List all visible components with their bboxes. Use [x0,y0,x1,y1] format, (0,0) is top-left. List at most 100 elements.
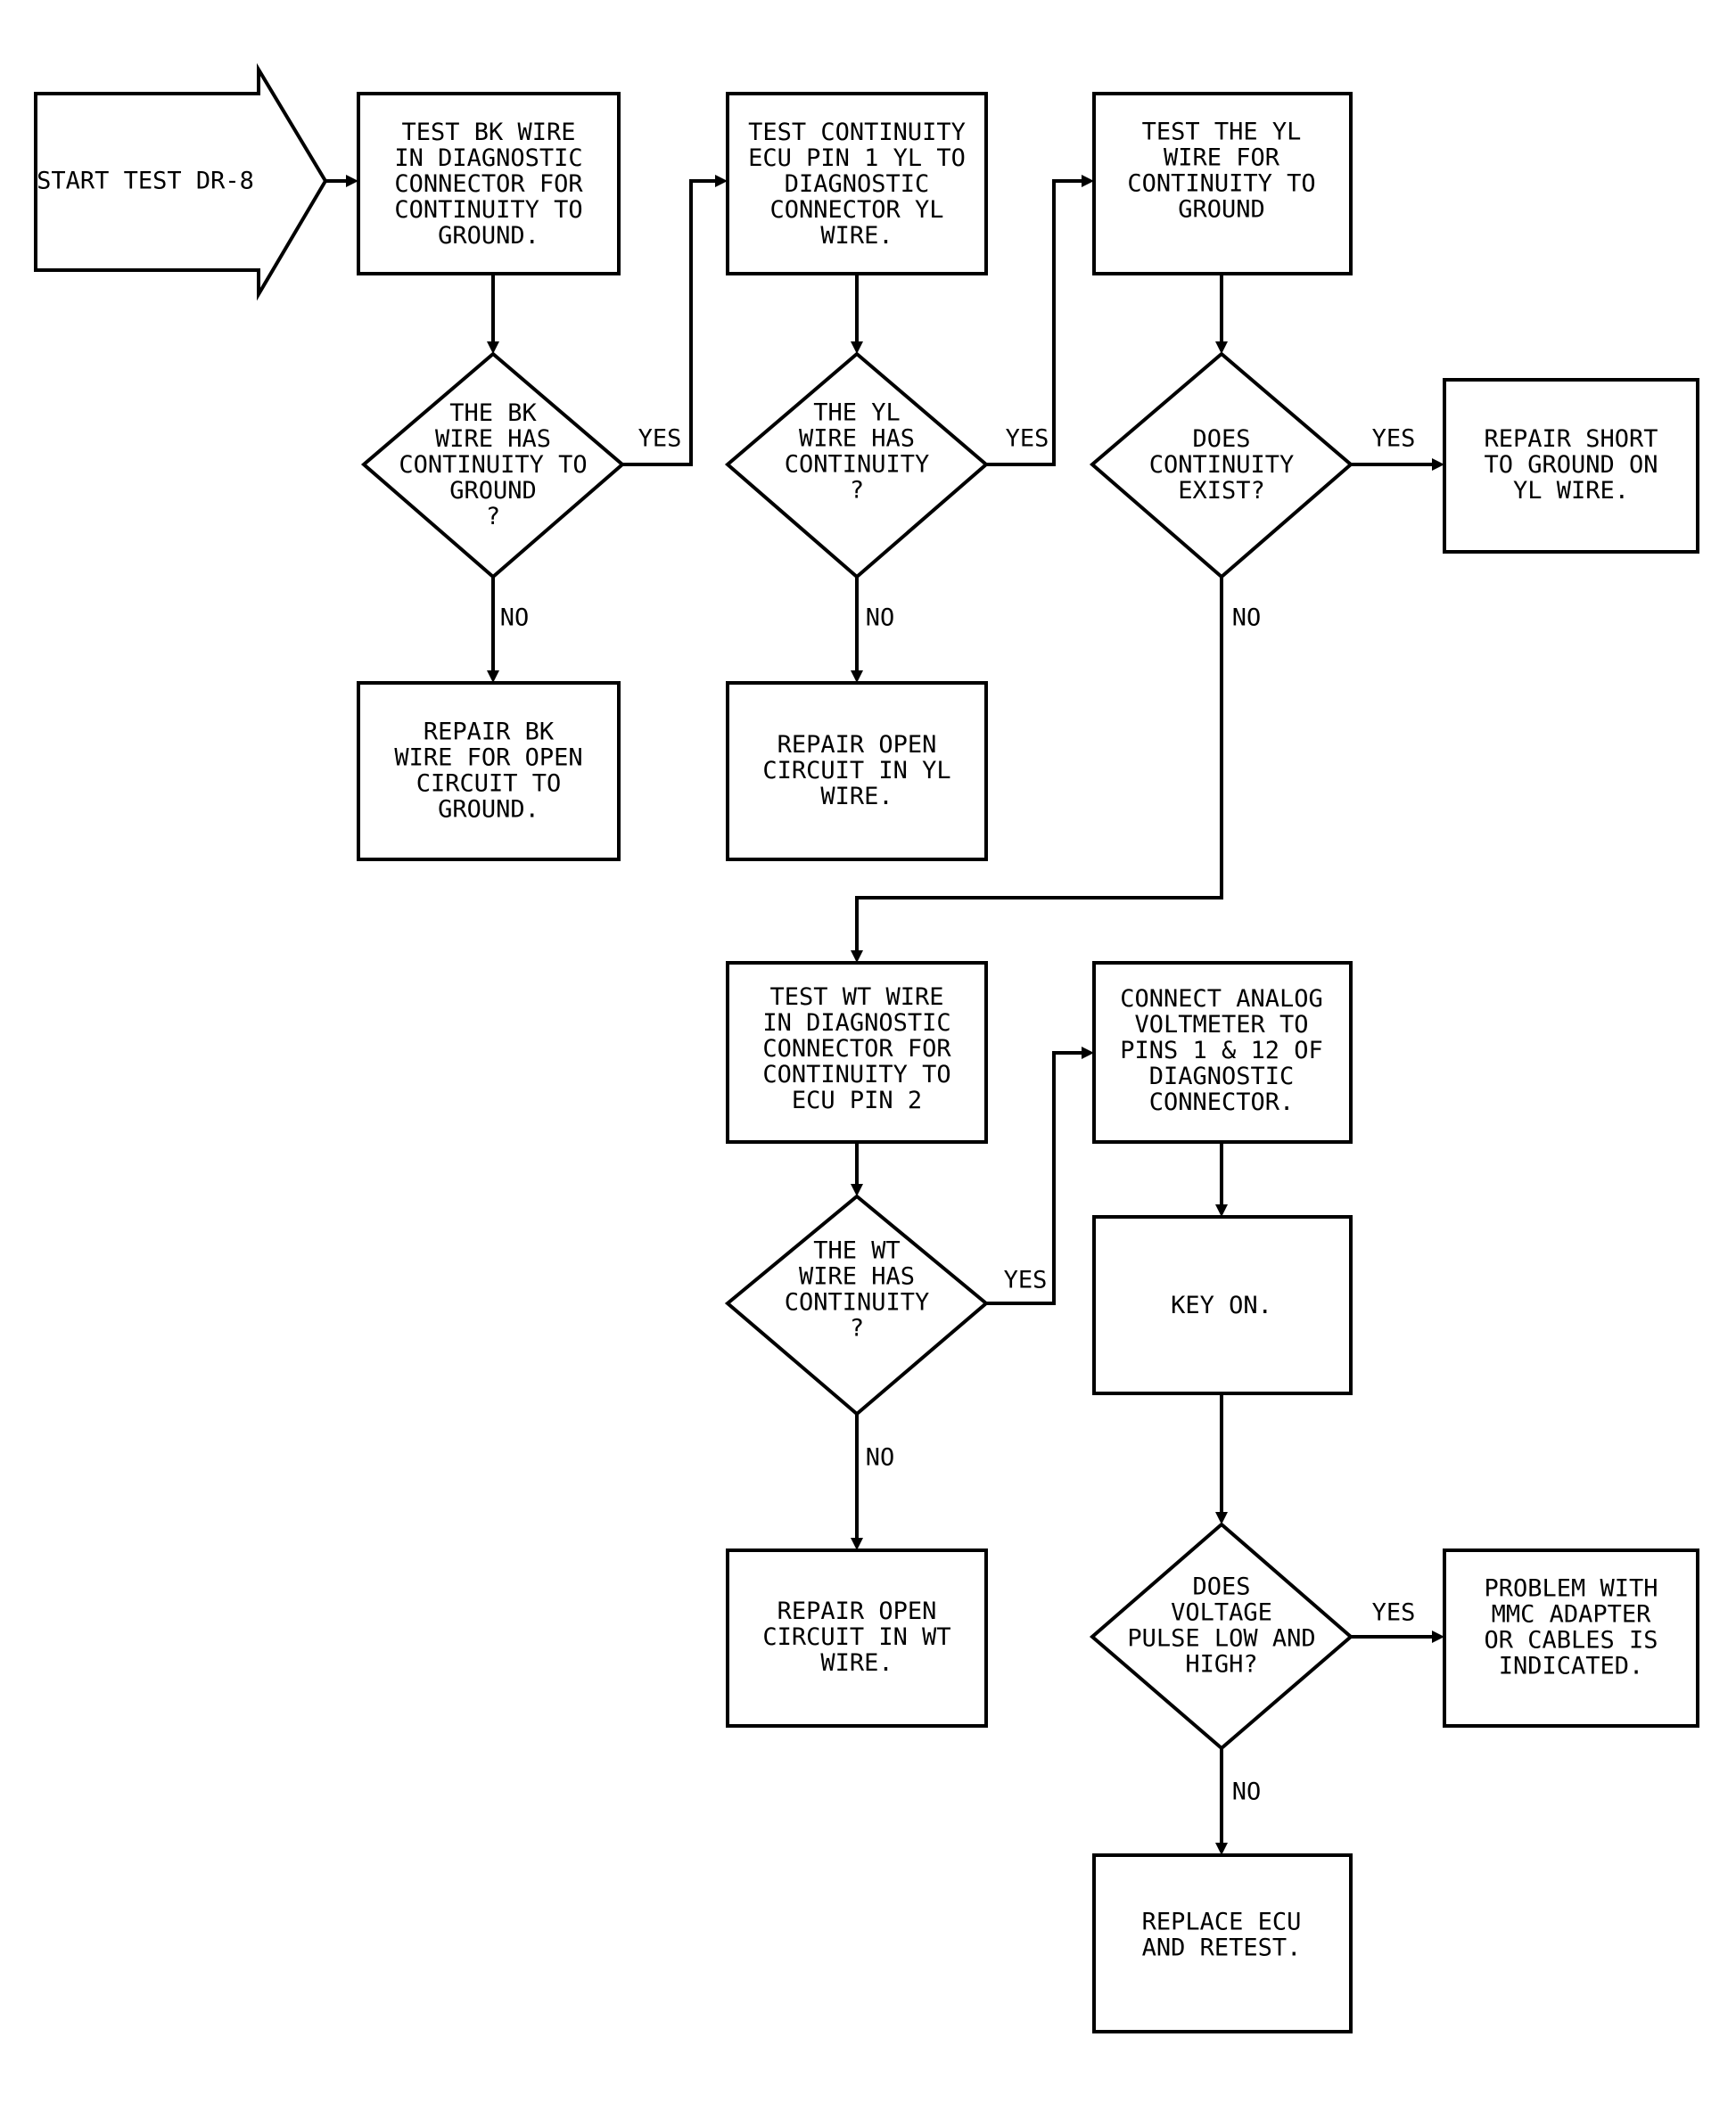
text-line: GROUND [1178,195,1265,223]
text-line: CONNECTOR FOR [394,170,583,198]
text-line: TEST WT WIRE [769,983,943,1011]
text-line: PROBLEM WITH [1484,1574,1658,1602]
text-line: THE WT [813,1236,901,1264]
text-line: ? [850,476,864,504]
start-arrow: START TEST DR-8 [34,62,328,301]
connector-cont-no-to-test-wt [855,577,1223,952]
text-line: CONTINUITY [1149,451,1295,479]
label-bk-no: NO [500,604,530,632]
label-volt-yes: YES [1372,1599,1416,1627]
text-line: CIRCUIT IN YL [762,757,950,785]
text-line: REPAIR BK [424,718,555,745]
text-line: VOLTMETER TO [1134,1011,1308,1039]
text-line: ECU PIN 2 [792,1087,922,1114]
text-line: CONTINUITY TO [394,196,582,224]
arrowhead [851,1538,863,1550]
arrowhead [487,670,499,683]
text-line: CONTINUITY TO [399,451,587,479]
text-line: WIRE. [820,783,893,810]
text-line: MMC ADAPTER [1492,1600,1652,1628]
arrowhead [851,950,863,963]
text-line: CONNECTOR. [1149,1088,1295,1116]
text-line: HIGH? [1185,1650,1257,1678]
text-line: DOES [1192,1573,1250,1600]
label-yl-no: NO [866,604,895,632]
arrowhead [346,175,358,187]
start-arrow-shape [34,62,328,301]
text-line: PULSE LOW AND [1127,1624,1315,1652]
arrowhead [851,670,863,683]
text-line: GROUND. [438,795,539,823]
text-line: KEY ON. [1171,1292,1272,1319]
text-line: CONNECTOR YL [769,196,943,224]
text-line: CONTINUITY [785,450,930,478]
arrowhead [1432,1631,1444,1643]
box-key-on: KEY ON. [1092,1215,1353,1395]
label-bk-yes: YES [638,425,682,453]
arrowhead [1082,175,1094,187]
connector-wt-yes-to-connect-voltmeter [986,1051,1084,1305]
label-volt-no: NO [1232,1779,1262,1806]
text-line: GROUND [449,477,537,505]
text-line: WIRE FOR [1164,144,1280,171]
text-line: VOLTAGE [1171,1598,1272,1626]
text-line: DIAGNOSTIC [1149,1063,1295,1090]
start-label: START TEST DR-8 [37,168,254,195]
flow-connectors [325,175,1444,1855]
text-line: REPAIR OPEN [777,1598,937,1625]
arrowhead [851,1184,863,1196]
arrowhead [1082,1047,1094,1059]
arrowhead [1215,1512,1228,1524]
arrowhead [1215,1843,1228,1855]
text-line: CIRCUIT TO [416,769,562,797]
text-line: DIAGNOSTIC [785,170,930,198]
text-line: TEST CONTINUITY [748,119,966,146]
text-line: ? [486,503,500,530]
label-wt-no: NO [866,1444,895,1472]
text-line: CIRCUIT IN WT [762,1623,950,1651]
text-line: REPAIR OPEN [777,731,937,759]
text-line: THE BK [449,399,537,427]
arrowhead [851,341,863,354]
text-line: WIRE FOR OPEN [394,743,582,771]
text-line: WIRE HAS [435,425,551,453]
arrowhead [1215,341,1228,354]
text-line: TEST BK WIRE [401,119,575,146]
arrowhead [487,341,499,354]
text-line: AND RETEST. [1142,1934,1302,1961]
text-line: CONNECTOR FOR [762,1035,951,1063]
text-line: GROUND. [438,222,539,250]
text-line: REPAIR SHORT [1484,425,1658,453]
text-line: INDICATED. [1499,1652,1644,1680]
label-yl-yes: YES [1006,425,1049,453]
arrowhead [715,175,728,187]
connector-bk-yes-to-test-ecu-yl [622,179,718,466]
text-line: TO GROUND ON [1484,451,1658,479]
connector-yl-yes-to-test-yl-ground [986,179,1084,466]
